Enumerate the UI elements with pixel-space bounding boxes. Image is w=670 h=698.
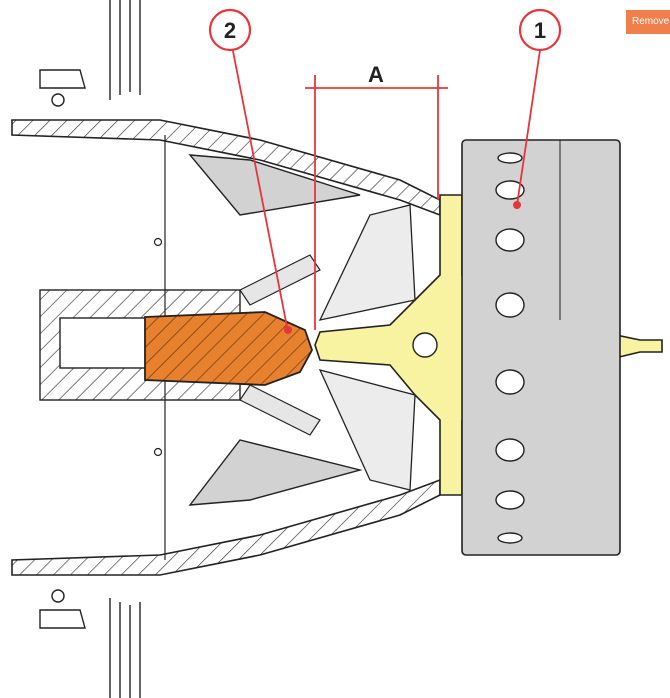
swirl-cone-bottom — [318, 369, 416, 491]
nozzle-holder — [239, 254, 321, 436]
callout-1-anchor — [513, 201, 521, 209]
rivet-lower — [153, 447, 163, 457]
remove-button[interactable]: Remove — [626, 10, 670, 34]
left-flange — [39, 0, 141, 698]
callout-2-leader — [231, 45, 289, 333]
callout-1-leader — [516, 49, 541, 206]
callout-2-label: 2 — [224, 18, 236, 43]
callout-1-circle — [518, 8, 562, 52]
perforated-plate-1 — [461, 139, 621, 556]
deflector-top — [188, 154, 361, 216]
dimension-a-label: A — [368, 62, 384, 87]
rivet-upper — [153, 237, 163, 247]
dimension-a — [305, 75, 448, 330]
gun-tube-bore — [59, 317, 151, 369]
diffuser-center-hole — [412, 332, 438, 358]
callout-1-label: 1 — [534, 18, 546, 43]
nozzle-part-2 — [144, 311, 313, 386]
callout-2-circle — [208, 8, 252, 52]
callout-2-anchor — [284, 326, 292, 334]
swirl-cone-top — [318, 204, 416, 321]
deflector-bottom — [188, 439, 363, 506]
plate-holes — [495, 152, 525, 544]
